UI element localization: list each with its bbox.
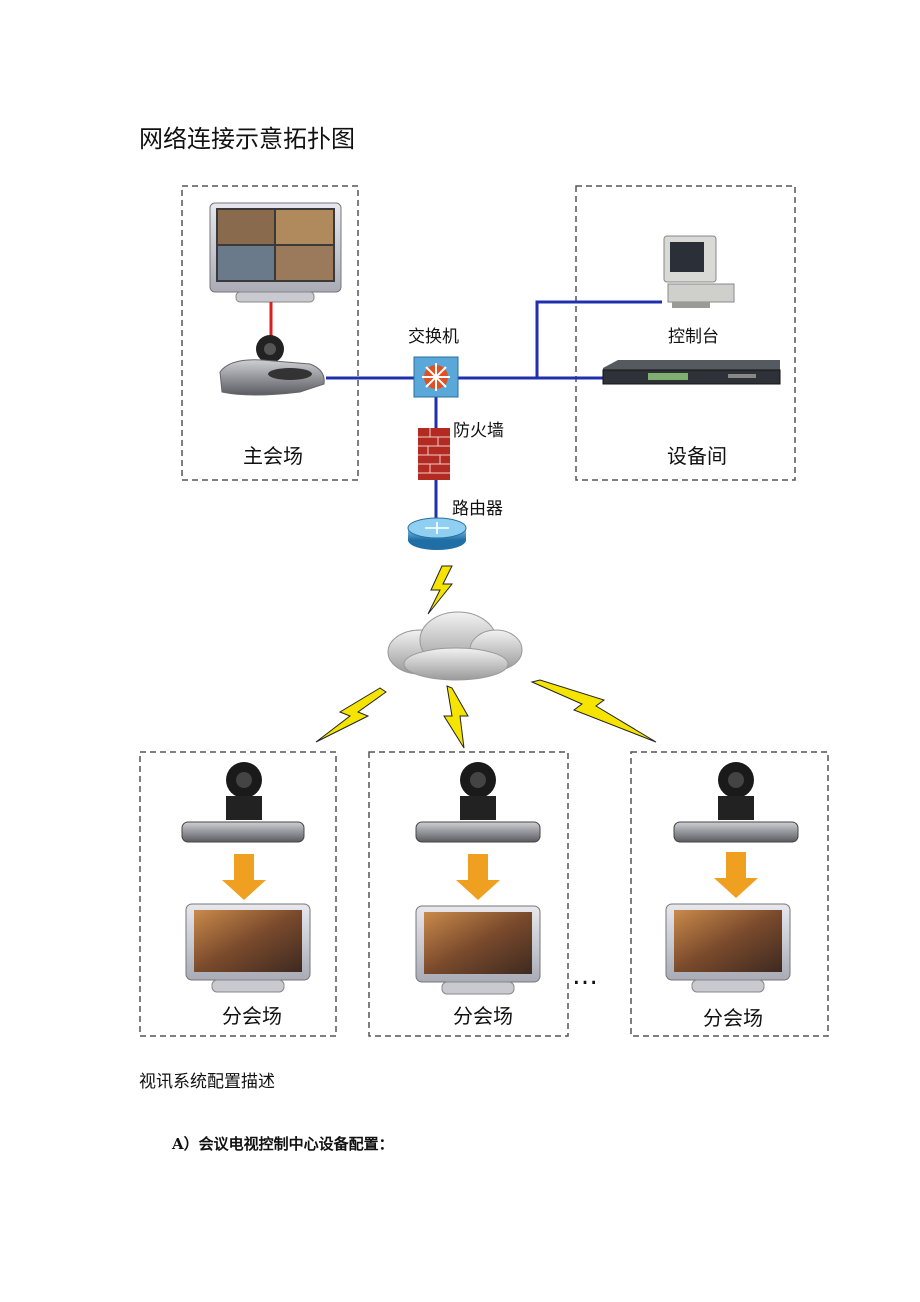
main-venue-label: 主会场 xyxy=(243,444,303,468)
firewall-label: 防火墙 xyxy=(453,421,504,441)
camera-icon xyxy=(415,762,541,843)
switch-label: 交换机 xyxy=(408,327,459,347)
equipment-room-box xyxy=(575,185,796,481)
page-title: 网络连接示意拓扑图 xyxy=(139,125,355,153)
lightning-bolt-icon xyxy=(315,687,387,743)
branch-venue: 分会场 xyxy=(630,751,829,1037)
lightning-bolt-icon xyxy=(443,685,469,749)
lightning-bolt-icon xyxy=(427,565,454,615)
mcu-rack-icon xyxy=(602,360,781,385)
firewall-icon xyxy=(418,428,450,480)
branch-venue-label: 分会场 xyxy=(222,1004,282,1028)
camera-icon xyxy=(673,762,799,843)
cloud-icon xyxy=(387,611,523,681)
down-arrow-icon xyxy=(456,854,500,900)
router-label: 路由器 xyxy=(452,499,503,519)
branch-tv-icon xyxy=(415,905,541,995)
more-venues-ellipsis: … xyxy=(572,961,598,991)
console-computer-icon xyxy=(663,235,735,308)
lightning-bolt-icon xyxy=(530,679,657,743)
branch-tv-icon xyxy=(665,903,791,993)
router-icon xyxy=(407,517,467,550)
branch-venue-box xyxy=(368,751,569,1037)
switch-icon xyxy=(413,356,459,398)
branch-venue: 分会场 xyxy=(368,751,569,1037)
branch-venue: 分会场 xyxy=(139,751,337,1037)
branch-venue-label: 分会场 xyxy=(703,1006,763,1030)
down-arrow-icon xyxy=(222,854,266,900)
branch-tv-icon xyxy=(185,903,311,993)
equipment-room-label: 设备间 xyxy=(667,444,727,468)
branch-venue-label: 分会场 xyxy=(453,1004,513,1028)
section-heading: 视讯系统配置描述 xyxy=(139,1072,275,1092)
network-links xyxy=(326,300,662,520)
main-venue-codec-icon xyxy=(219,335,325,396)
console-label: 控制台 xyxy=(668,327,719,347)
main-venue-tv-icon xyxy=(209,202,342,303)
down-arrow-icon xyxy=(714,852,758,898)
network-topology-diagram: 交换机 防火墙 路由器 xyxy=(139,185,829,1037)
main-venue-box xyxy=(181,185,359,481)
branch-venue-box xyxy=(630,751,829,1037)
sub-heading: A）会议电视控制中心设备配置： xyxy=(172,1135,394,1153)
camera-icon xyxy=(181,762,305,843)
